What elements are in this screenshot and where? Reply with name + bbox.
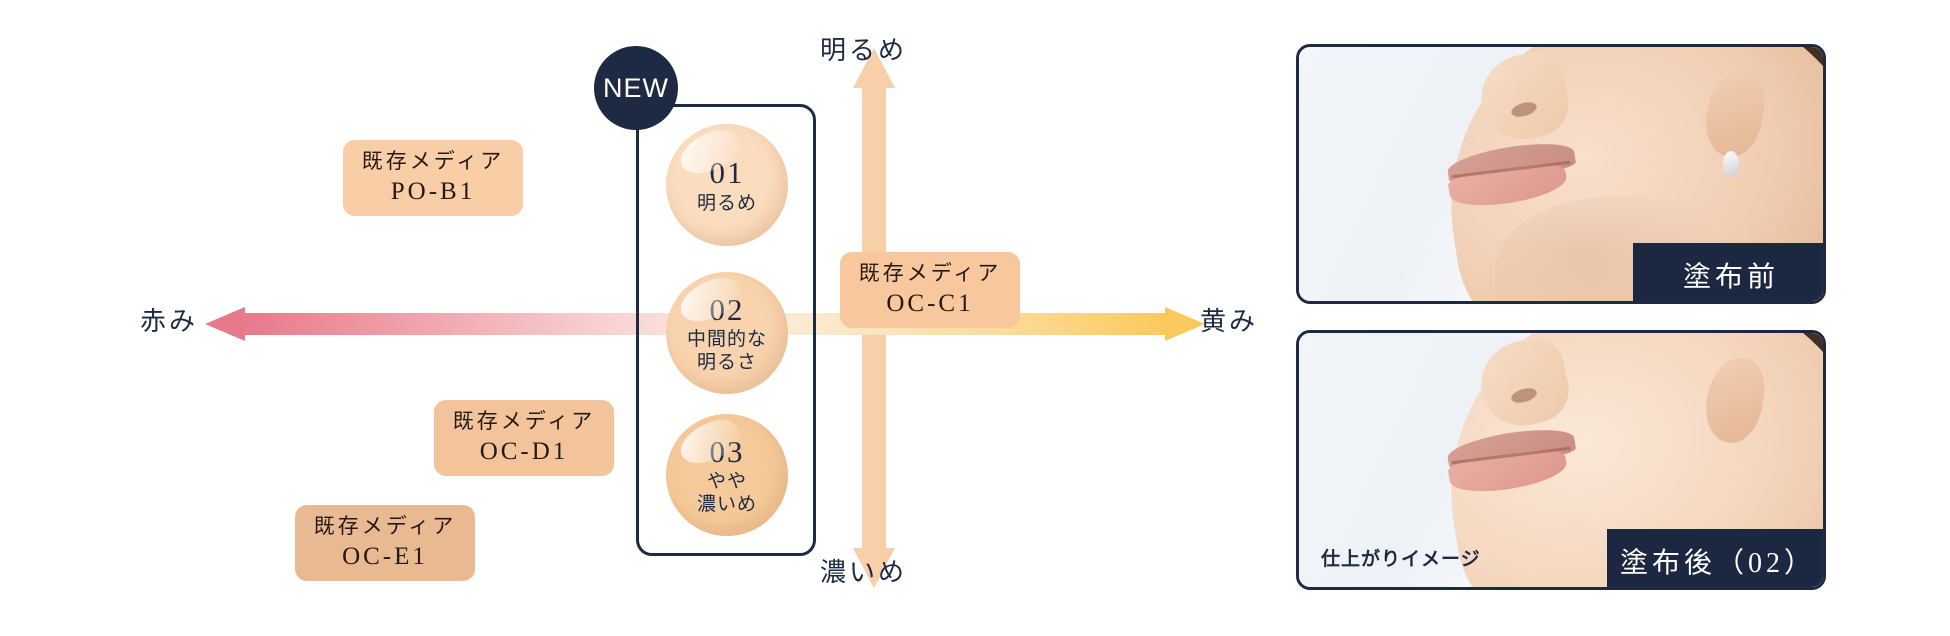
swatch-number: 02 xyxy=(709,291,745,327)
horizontal-axis-bar-red xyxy=(243,313,723,335)
swatch-desc-line2: 濃いめ xyxy=(696,493,757,515)
photo-badge-before: 塗布前 xyxy=(1633,243,1823,301)
swatch-desc-line2: 明るさ xyxy=(696,351,757,373)
comparison-photos-panel: 塗布前 仕上がりイメージ 塗布後（02） xyxy=(1296,44,1856,600)
axis-arrow-down-icon xyxy=(853,548,895,588)
shade-swatch-02: 02 中間的な 明るさ xyxy=(666,272,788,394)
swatch-desc-line1: やや xyxy=(706,471,747,493)
new-shade-group-outline xyxy=(636,104,816,556)
shade-swatch-03: 03 やや 濃いめ xyxy=(666,414,788,536)
tag-prefix: 既存メディア xyxy=(313,513,457,538)
tag-code: OC-C1 xyxy=(886,290,974,318)
swatch-desc-line1: 明るめ xyxy=(696,192,757,214)
tag-existing-media-oc-e1: 既存メディア OC-E1 xyxy=(295,505,475,581)
axis-label-red: 赤み xyxy=(140,307,199,336)
tag-code: OC-E1 xyxy=(342,543,428,571)
photo-badge-after: 塗布後（02） xyxy=(1607,529,1823,587)
tag-existing-media-oc-c1: 既存メディア OC-C1 xyxy=(840,252,1020,328)
shade-swatch-01: 01 明るめ xyxy=(666,124,788,246)
swatch-number: 03 xyxy=(709,433,745,469)
axis-label-yellow: 黄み xyxy=(1200,307,1259,336)
finish-image-note: 仕上がりイメージ xyxy=(1321,549,1481,570)
tag-code: OC-D1 xyxy=(479,438,569,466)
swatch-desc-line1: 中間的な xyxy=(686,329,767,351)
tag-code: PO-B1 xyxy=(390,178,476,206)
axis-label-dark: 濃いめ xyxy=(820,558,908,587)
axis-arrow-right-icon xyxy=(1165,307,1205,341)
axis-arrow-up-icon xyxy=(853,48,895,88)
tag-prefix: 既存メディア xyxy=(452,408,596,433)
earring-icon xyxy=(1723,151,1739,177)
new-badge: NEW xyxy=(594,46,678,130)
photo-card-before: 塗布前 xyxy=(1296,44,1826,304)
model-face-before-image xyxy=(1299,47,1823,301)
swatch-number: 01 xyxy=(709,155,745,190)
axis-arrow-left-icon xyxy=(205,307,245,341)
tag-existing-media-po-b1: 既存メディア PO-B1 xyxy=(343,140,523,216)
photo-card-after: 仕上がりイメージ 塗布後（02） xyxy=(1296,330,1826,590)
shade-matrix-panel: 明るめ 濃いめ 赤み 黄み 既存メディア PO-B1 既存メディア OC-C1 … xyxy=(0,0,1290,636)
tag-existing-media-oc-d1: 既存メディア OC-D1 xyxy=(434,400,614,476)
tag-prefix: 既存メディア xyxy=(858,260,1002,285)
tag-prefix: 既存メディア xyxy=(361,148,505,173)
axis-label-bright: 明るめ xyxy=(820,36,908,65)
